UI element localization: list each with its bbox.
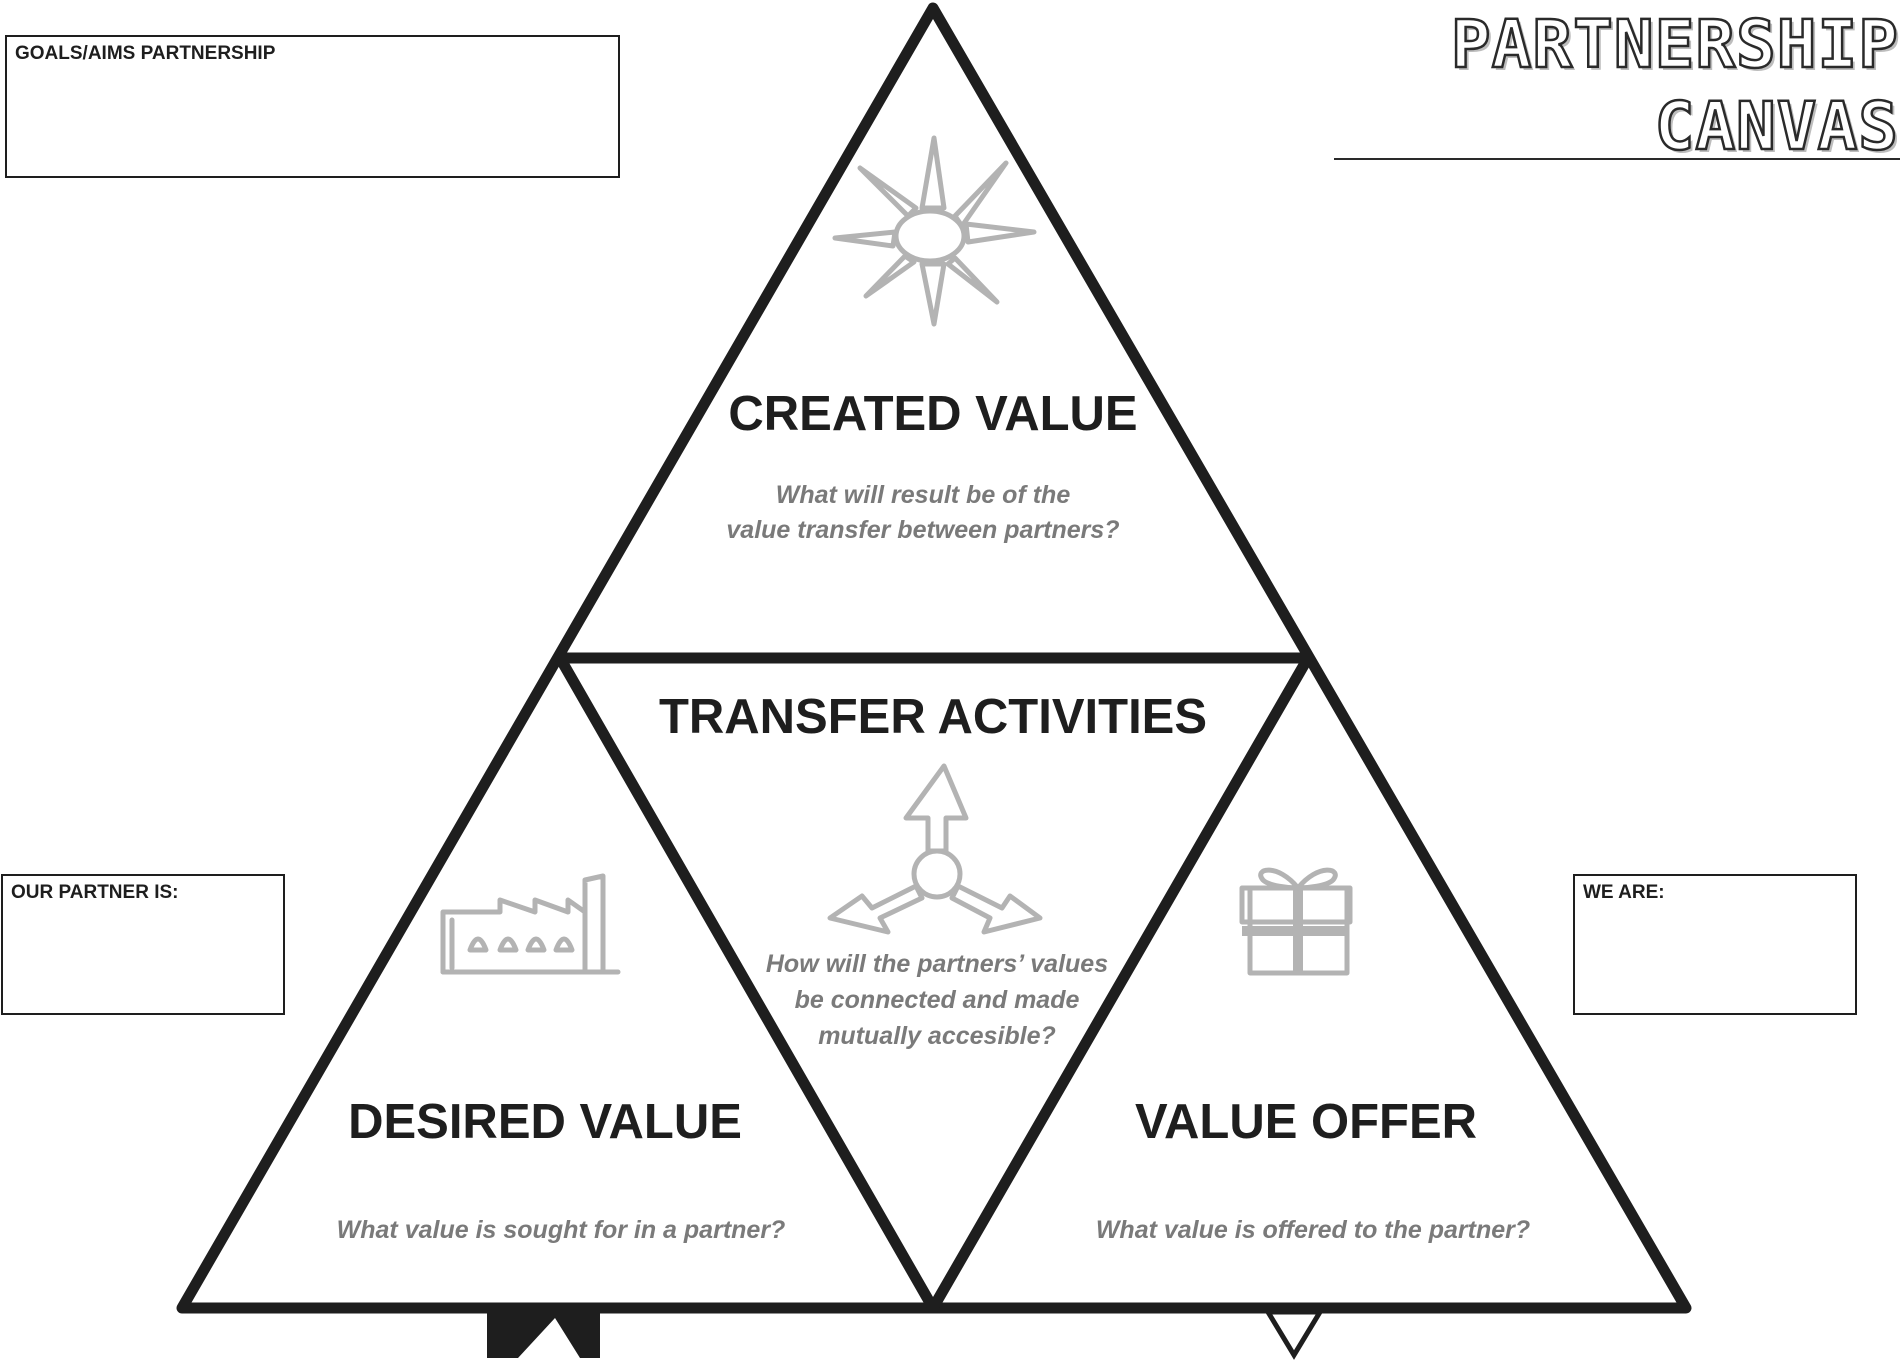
our-partner-label: OUR PARTNER IS:	[11, 882, 179, 903]
created-value-prompt-line-1: What will result be of the	[776, 481, 1071, 509]
goals-aims-box[interactable]: GOALS/AIMS PARTNERSHIP	[5, 35, 620, 178]
triangle-outline	[176, 2, 1692, 1314]
transfer-activities-prompt-line-3: mutually accesible?	[818, 1022, 1056, 1050]
canvas-title-line-1: PARTNERSHIP	[1450, 5, 1900, 85]
our-partner-box[interactable]: OUR PARTNER IS:	[1, 874, 285, 1015]
created-value-heading: CREATED VALUE	[728, 387, 1137, 441]
goals-aims-label: GOALS/AIMS PARTNERSHIP	[15, 43, 276, 64]
transfer-activities-prompt-line-2: be connected and made	[795, 986, 1080, 1014]
title-underline	[1334, 158, 1900, 160]
value-offer-heading: VALUE OFFER	[1135, 1095, 1477, 1149]
desired-value-heading: DESIRED VALUE	[348, 1095, 742, 1149]
sun-icon	[832, 135, 1037, 327]
canvas-title-line-2: CANVAS	[1653, 87, 1899, 167]
dark-tab-mark	[487, 1308, 600, 1358]
transfer-activities-heading: TRANSFER ACTIVITIES	[659, 690, 1207, 744]
inner-triangle	[554, 652, 1314, 1314]
bottom-marks	[487, 1308, 1325, 1360]
we-are-label: WE ARE:	[1583, 882, 1665, 903]
pointer-notch-mark	[1263, 1309, 1325, 1360]
three-way-arrows-icon	[827, 763, 1043, 935]
transfer-activities-prompt-line-1: How will the partners’ values	[766, 950, 1108, 978]
desired-value-prompt: What value is sought for in a partner?	[337, 1216, 786, 1244]
factory-icon	[440, 873, 621, 975]
value-offer-prompt: What value is offered to the partner?	[1096, 1216, 1530, 1244]
gift-icon	[1239, 867, 1353, 976]
created-value-prompt-line-2: value transfer between partners?	[726, 516, 1119, 544]
we-are-box[interactable]: WE ARE:	[1573, 874, 1857, 1015]
